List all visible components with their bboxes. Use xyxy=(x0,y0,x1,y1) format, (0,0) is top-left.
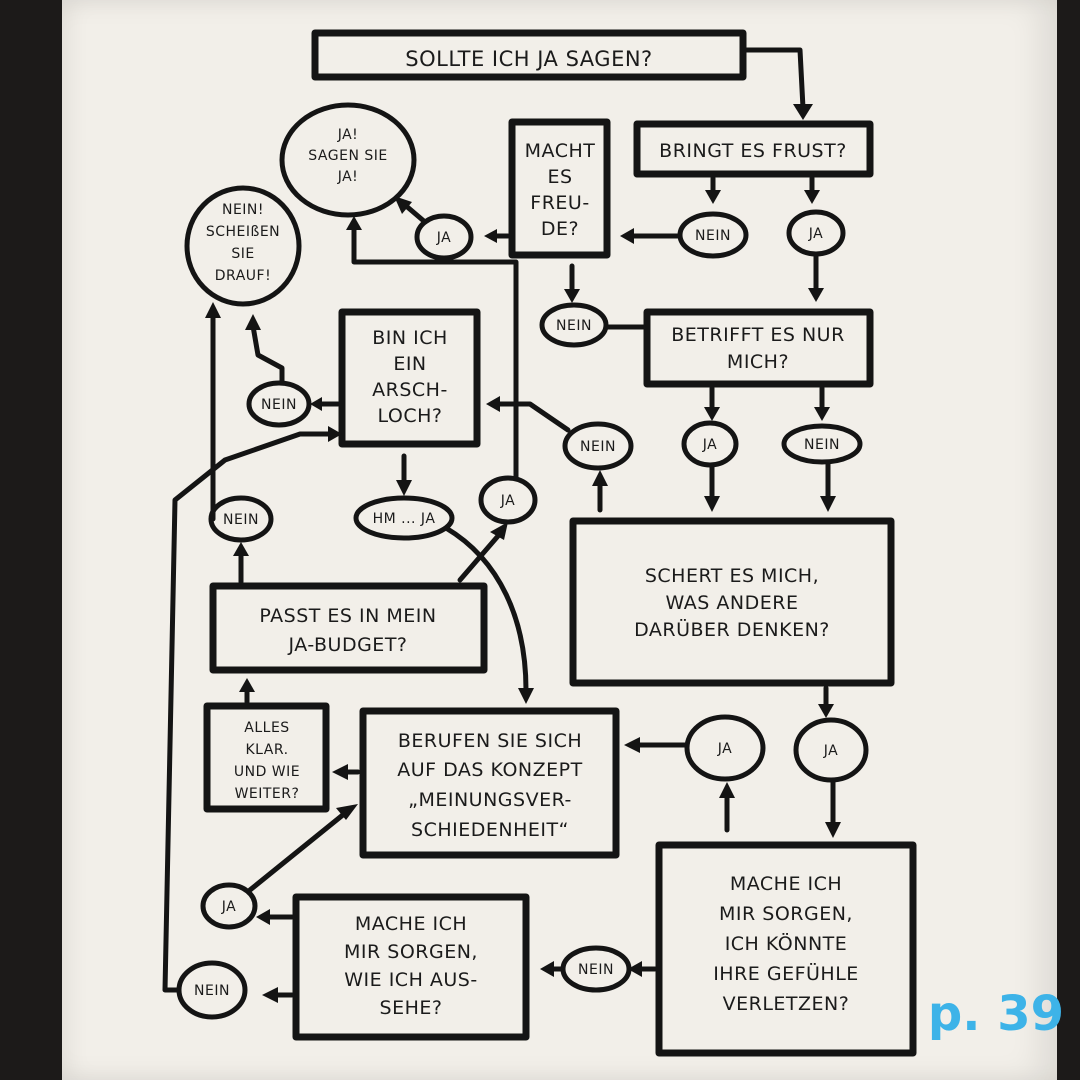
answer-label: NEIN xyxy=(194,983,230,999)
nein-scheiss-terminal: NEIN! SCHEIßEN SIE DRAUF! xyxy=(184,185,302,307)
answer-hmm-ja: HM ... JA xyxy=(353,495,455,541)
answer-label: JA xyxy=(221,899,236,915)
answer-label: JA xyxy=(717,741,732,757)
budget-line-0: PASST ES IN MEIN xyxy=(259,605,436,627)
schert-line-1: WAS ANDERE xyxy=(666,592,799,614)
answer-label: NEIN xyxy=(578,962,614,978)
ja-sagen-line-2: JA! xyxy=(337,169,359,185)
answer-ja-6: JA xyxy=(793,717,869,783)
answer-label: NEIN xyxy=(261,397,297,413)
nein-scheiss-line-3: DRAUF! xyxy=(215,268,271,284)
ja-sagen-line-1: SAGEN SIE xyxy=(308,148,387,164)
answer-label: NEIN xyxy=(223,512,259,528)
answer-label: NEIN xyxy=(580,439,616,455)
answer-label: NEIN xyxy=(804,437,840,453)
berufen-line-2: „MEINUNGSVER- xyxy=(408,789,572,811)
freude-line-1: ES xyxy=(547,166,572,188)
ja-sagen-line-0: JA! xyxy=(337,127,359,143)
ja-sagen-terminal: JA! SAGEN SIE JA! xyxy=(279,102,417,218)
nur-mich-line-0: BETRIFFT ES NUR xyxy=(671,324,845,346)
answer-nein-7: NEIN xyxy=(560,945,632,993)
answer-nein-3: NEIN xyxy=(246,380,312,428)
answer-label: NEIN xyxy=(556,318,592,334)
nur-mich-line-1: MICH? xyxy=(727,351,789,373)
schert-line-0: SCHERT ES MICH, xyxy=(645,565,819,587)
nein-scheiss-line-1: SCHEIßEN xyxy=(206,224,280,240)
answer-label: NEIN xyxy=(695,228,731,244)
frust-box: BRINGT ES FRUST? xyxy=(633,120,874,178)
title-box: SOLLTE ICH JA SAGEN? xyxy=(311,29,747,81)
alles-klar-line-3: WEITER? xyxy=(235,786,300,802)
budget-box: PASST ES IN MEIN JA-BUDGET? xyxy=(209,582,488,674)
answer-nein-4: NEIN xyxy=(562,421,634,471)
schert-box: SCHERT ES MICH, WAS ANDERE DARÜBER DENKE… xyxy=(569,517,895,687)
answer-ja-5: JA xyxy=(684,714,766,782)
freude-line-3: DE? xyxy=(541,218,579,240)
freude-line-2: FREU- xyxy=(530,192,589,214)
answer-ja-1: JA xyxy=(414,213,474,261)
answer-ja-3: JA xyxy=(681,420,739,468)
arschloch-line-0: BIN ICH xyxy=(372,327,448,349)
aussehen-line-1: MIR SORGEN, xyxy=(344,941,478,963)
arschloch-box: BIN ICH EIN ARSCH- LOCH? xyxy=(338,308,481,448)
gefuehle-line-2: ICH KÖNNTE xyxy=(725,932,848,955)
gefuehle-line-1: MIR SORGEN, xyxy=(719,903,853,925)
answer-label: HM ... JA xyxy=(373,511,436,527)
answer-ja-7: JA xyxy=(200,882,258,930)
connectors xyxy=(162,47,841,1003)
title-text: SOLLTE ICH JA SAGEN? xyxy=(405,47,652,71)
answer-label: JA xyxy=(436,230,451,246)
alles-klar-box: ALLES KLAR. UND WIE WEITER? xyxy=(203,702,330,813)
answer-nein-1: NEIN xyxy=(677,211,749,259)
answer-ja-4: JA xyxy=(478,475,538,525)
nur-mich-box: BETRIFFT ES NUR MICH? xyxy=(643,308,874,388)
answer-nein-8: NEIN xyxy=(176,960,248,1020)
answer-label: JA xyxy=(808,226,823,242)
alles-klar-line-1: KLAR. xyxy=(245,742,288,758)
answer-ja-2: JA xyxy=(786,209,846,257)
arschloch-line-1: EIN xyxy=(393,353,426,375)
aussehen-line-0: MACHE ICH xyxy=(355,913,467,935)
aussehen-box: MACHE ICH MIR SORGEN, WIE ICH AUS- SEHE? xyxy=(292,893,530,1041)
berufen-line-1: AUF DAS KONZEPT xyxy=(397,759,582,781)
book-page: SOLLTE ICH JA SAGEN? BRINGT ES FRUST? MA… xyxy=(62,0,1057,1080)
aussehen-line-2: WIE ICH AUS- xyxy=(344,969,477,991)
aussehen-line-3: SEHE? xyxy=(380,997,443,1019)
arschloch-line-2: ARSCH- xyxy=(372,379,448,401)
nein-scheiss-line-0: NEIN! xyxy=(222,202,264,218)
flowchart: SOLLTE ICH JA SAGEN? BRINGT ES FRUST? MA… xyxy=(162,29,917,1057)
answer-nein-2: NEIN xyxy=(539,302,609,348)
arschloch-line-3: LOCH? xyxy=(377,405,442,427)
berufen-line-0: BERUFEN SIE SICH xyxy=(398,730,582,752)
schert-line-2: DARÜBER DENKEN? xyxy=(634,618,830,641)
answer-label: JA xyxy=(823,743,838,759)
freude-box: MACHT ES FREU- DE? xyxy=(508,118,611,259)
gefuehle-line-4: VERLETZEN? xyxy=(723,993,850,1015)
nein-scheiss-line-2: SIE xyxy=(231,246,254,262)
alles-klar-line-2: UND WIE xyxy=(234,764,300,780)
frust-text: BRINGT ES FRUST? xyxy=(659,140,847,162)
berufen-line-3: SCHIEDENHEIT“ xyxy=(411,819,569,841)
alles-klar-line-0: ALLES xyxy=(244,720,289,736)
answer-label: JA xyxy=(702,437,717,453)
freude-line-0: MACHT xyxy=(525,140,596,162)
page-number: p. 39 xyxy=(927,986,1064,1042)
answer-label: JA xyxy=(500,493,515,509)
gefuehle-line-0: MACHE ICH xyxy=(730,873,842,895)
gefuehle-line-3: IHRE GEFÜHLE xyxy=(713,962,859,985)
berufen-box: BERUFEN SIE SICH AUF DAS KONZEPT „MEINUN… xyxy=(359,707,620,859)
gefuehle-box: MACHE ICH MIR SORGEN, ICH KÖNNTE IHRE GE… xyxy=(655,841,917,1057)
budget-line-1: JA-BUDGET? xyxy=(287,634,407,656)
answer-nein-5: NEIN xyxy=(781,423,863,465)
answer-nein-6: NEIN xyxy=(208,495,274,543)
